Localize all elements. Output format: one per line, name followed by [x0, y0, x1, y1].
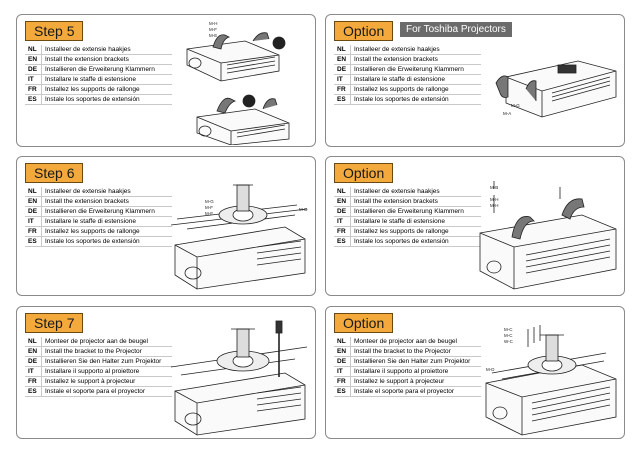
callout-label: M-H — [490, 197, 499, 202]
callout-labels: M-G M-A — [503, 103, 520, 116]
step-label: Step 5 — [25, 21, 84, 41]
callout-labels: M-H M-F M-E — [209, 21, 218, 38]
callout-label: M-C — [504, 327, 513, 332]
callout-labels: M-C M-C W-C M-D — [486, 327, 514, 372]
projector-illustration — [479, 181, 617, 290]
callout-label: M-F — [205, 205, 213, 210]
callout-label: M-E — [209, 33, 217, 38]
step-label: Step 6 — [25, 163, 84, 183]
option-label: Option — [334, 21, 394, 41]
callout-label: M-H — [209, 21, 218, 26]
callout-label: M-B — [490, 185, 498, 190]
step-label: Step 7 — [25, 313, 84, 333]
callout-labels: M-B M-H M-H — [490, 185, 499, 208]
callout-label: M-A — [503, 111, 511, 116]
projector-illustration — [485, 325, 617, 436]
callout-label: M-E — [205, 211, 213, 216]
callout-label: M-C — [504, 333, 513, 338]
callout-label: M-H — [490, 203, 499, 208]
projector-illustration — [495, 60, 617, 118]
callout-labels: M-G M-F M-E M-D — [205, 199, 308, 216]
projector-illustration — [170, 320, 308, 436]
callout-label: M-D — [486, 367, 495, 372]
option-label: Option — [334, 163, 394, 183]
callout-label: M-D — [299, 207, 308, 212]
callout-label: M-F — [209, 27, 217, 32]
callout-label: M-G — [511, 103, 520, 108]
projector-illustration — [170, 184, 308, 290]
projector-illustration — [186, 32, 290, 145]
option-label: Option — [334, 313, 394, 333]
callout-label: W-C — [504, 339, 514, 344]
callout-label: M-G — [205, 199, 214, 204]
toshiba-tag: For Toshiba Projectors — [400, 22, 512, 37]
